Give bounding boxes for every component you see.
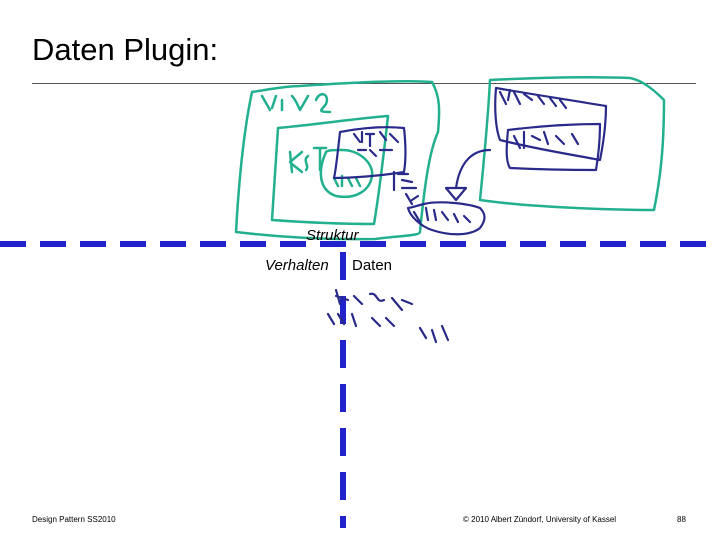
navy-scribble-right-inner	[512, 130, 580, 150]
label-struktur: Struktur	[306, 227, 359, 244]
navy-scribbles	[326, 86, 608, 344]
label-verhalten: Verhalten	[265, 257, 329, 274]
page-number: 88	[677, 515, 686, 524]
navy-inner-box-right	[505, 122, 602, 172]
dashed-axes	[0, 241, 720, 528]
label-daten: Daten	[352, 257, 393, 274]
teal-outline-right	[478, 75, 666, 212]
teal-outline-left	[234, 79, 441, 241]
footer-course: Design Pattern SS2010	[32, 515, 116, 524]
navy-scribble-below-axes-1	[334, 288, 414, 312]
teal-scribble-topleft	[260, 92, 332, 114]
teal-inner-box	[270, 114, 390, 226]
navy-scribble-bank	[392, 170, 420, 206]
navy-connector	[454, 148, 492, 190]
navy-scribble-right-top	[498, 88, 568, 110]
teal-oval	[319, 148, 374, 199]
navy-scribble-box-label	[352, 130, 400, 158]
navy-box-right	[494, 86, 608, 162]
navy-scribble-addon-text	[412, 206, 472, 224]
navy-scribble-below-axes-2	[326, 312, 450, 344]
navy-box-center	[332, 126, 407, 180]
teal-scribbles	[234, 75, 666, 241]
navy-triangle	[444, 186, 468, 202]
footer-copyright: © 2010 Albert Zündorf, University of Kas…	[463, 515, 617, 524]
teal-scribble-lbk	[332, 174, 362, 188]
navy-scribble-addon	[406, 201, 486, 236]
slide-title: Daten Plugin:	[32, 32, 219, 67]
teal-scribble-kst	[288, 146, 328, 174]
